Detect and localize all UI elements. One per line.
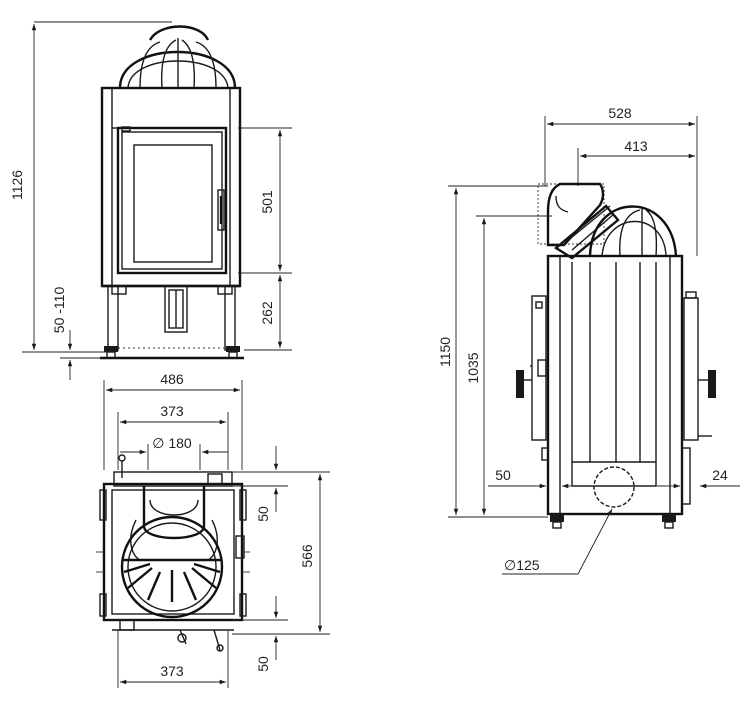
dim-base-height: 262 xyxy=(259,301,275,325)
dim-height-total: 1126 xyxy=(9,170,25,200)
dim-width-inner: 373 xyxy=(160,403,184,419)
top-grate xyxy=(120,515,224,619)
dim-flue-width: 413 xyxy=(624,138,648,154)
side-body xyxy=(546,254,684,516)
dim-side-left-offset: 50 xyxy=(495,467,511,483)
side-view: 528 413 xyxy=(437,105,740,575)
dim-width-total: 486 xyxy=(160,371,184,387)
dim-width-bottom: 373 xyxy=(160,663,184,679)
dim-side-height-flue: 1035 xyxy=(465,352,481,383)
door-handle xyxy=(217,189,225,231)
dim-depth: 566 xyxy=(299,544,315,568)
air-control-box xyxy=(164,285,188,333)
air-inlet xyxy=(593,466,635,508)
front-dome xyxy=(118,25,238,89)
door-glass xyxy=(133,144,213,263)
dim-door-height: 501 xyxy=(259,190,275,214)
side-handle-right xyxy=(708,370,716,398)
top-view: 486 373 ∅ 180 xyxy=(96,371,330,688)
dim-side-height-total: 1150 xyxy=(437,337,453,367)
front-view: 1126 50 -110 501 262 xyxy=(9,21,292,380)
dim-offset-top: 50 xyxy=(255,506,271,522)
dim-flue-diameter: ∅ 180 xyxy=(152,435,192,451)
dim-offset-bottom: 50 xyxy=(255,656,271,672)
side-flue-elbow xyxy=(537,182,620,260)
side-dome xyxy=(588,205,678,257)
side-handle-left xyxy=(516,370,524,398)
dim-air-inlet-diameter: ∅125 xyxy=(504,557,540,573)
dim-side-width: 528 xyxy=(608,105,632,121)
dim-leg-range: 50 -110 xyxy=(51,287,67,334)
front-door xyxy=(116,126,228,275)
dim-side-right-offset: 24 xyxy=(712,467,728,483)
